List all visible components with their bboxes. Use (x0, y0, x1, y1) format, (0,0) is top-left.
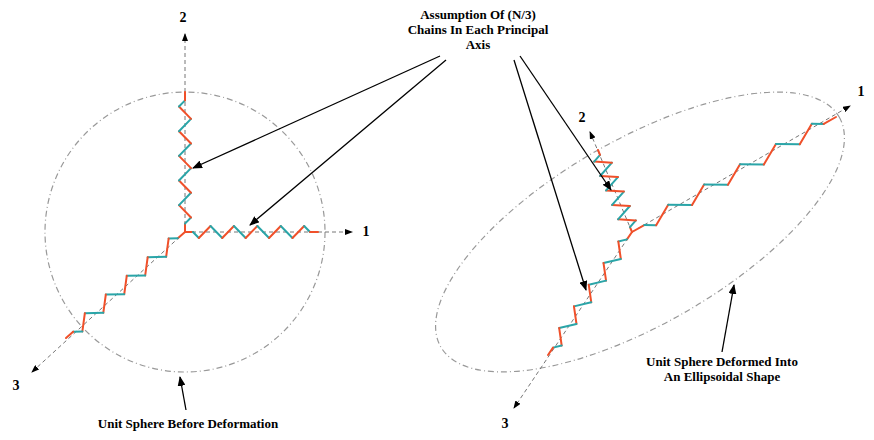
polymer-chain (548, 348, 553, 355)
polymer-chain (257, 226, 269, 238)
axis-label: 3 (13, 378, 20, 394)
axis-label: 2 (180, 10, 187, 26)
polymer-chain (179, 100, 185, 106)
polymer-chain (553, 346, 562, 348)
polymer-chain (292, 226, 304, 238)
axis-label: 1 (858, 84, 865, 100)
polymer-chain (179, 180, 191, 192)
polymer-chain (304, 226, 310, 232)
polymer-chain (574, 302, 591, 306)
polymer-chain (704, 183, 728, 185)
polymer-chain (656, 205, 668, 226)
polymer-chain (574, 306, 577, 324)
polymer-chain (604, 259, 621, 263)
axis-line (590, 132, 632, 232)
polymer-chain (73, 330, 82, 332)
polymer-chain (776, 143, 800, 145)
polymer-chain (106, 293, 124, 295)
axis-label: 1 (363, 224, 370, 240)
polymer-chain (234, 226, 246, 238)
polymer-chain (612, 205, 630, 206)
polymer-chain (66, 332, 73, 338)
ellipsoid-caption: Unit Sphere Deformed Into An Ellipsoidal… (637, 355, 807, 385)
polymer-chain (764, 144, 776, 165)
polymer-chain (179, 193, 191, 205)
polymer-chain (199, 226, 211, 238)
polymer-chain (606, 190, 624, 191)
polymer-chain (222, 226, 234, 238)
polymer-chain (606, 177, 618, 190)
axis-line (32, 232, 185, 372)
sphere-caption: Unit Sphere Before Deformation (98, 417, 278, 432)
polymer-chain (185, 217, 191, 223)
polymer-chain (632, 225, 644, 232)
axis-line (632, 106, 850, 232)
axis-label: 2 (579, 110, 586, 126)
polymer-chain (148, 256, 166, 258)
leader-line (180, 377, 186, 410)
polymer-chain (627, 232, 632, 239)
polymer-chain (630, 220, 636, 227)
polymer-chain (812, 123, 824, 125)
polymer-chain (179, 168, 191, 180)
polymer-chain (179, 144, 191, 156)
polymer-chain (246, 226, 258, 238)
polymer-chain (589, 281, 606, 285)
polymer-chain (800, 124, 812, 145)
polymer-chain (310, 231, 318, 233)
polymer-chain (824, 117, 836, 124)
leader-line (514, 60, 586, 290)
polymer-chain (82, 313, 84, 331)
polymer-chain (184, 92, 186, 100)
polymer-chain (594, 162, 612, 163)
axis-label: 3 (502, 416, 509, 432)
polymer-chain (618, 206, 630, 219)
polymer-chain (668, 204, 692, 206)
polymer-chain (185, 231, 193, 233)
polymer-chain (103, 295, 105, 313)
callout-label: Assumption Of (N/3) Chains In Each Princ… (403, 8, 553, 53)
axis-line (514, 232, 632, 408)
polymer-chain (594, 155, 600, 162)
polymer-chain (166, 239, 168, 257)
polymer-chain (127, 274, 145, 276)
polymer-chain (692, 184, 704, 205)
polymer-chain (740, 163, 764, 165)
polymer-chain (145, 257, 147, 275)
polymer-chain (598, 150, 600, 155)
polymer-chain (612, 192, 624, 205)
axis-line (185, 34, 186, 232)
polymer-chain (644, 224, 656, 226)
polymer-chain (600, 163, 612, 176)
polymer-chain (184, 224, 186, 232)
polymer-chain (179, 205, 191, 217)
polymer-chain (559, 328, 562, 346)
polymer-chain (728, 164, 740, 185)
leader-line (250, 60, 446, 225)
polymer-chain (618, 241, 621, 259)
polymer-chain (85, 312, 103, 314)
polymer-chain (269, 226, 281, 238)
leader-line (193, 56, 440, 168)
polymer-chain (618, 219, 636, 220)
polymer-chain (178, 232, 185, 238)
axis-line (185, 232, 352, 233)
polymer-chain (124, 276, 126, 294)
polymer-chain (604, 263, 607, 281)
polymer-chain (193, 232, 199, 238)
leader-line (722, 285, 734, 352)
polymer-chain (169, 237, 178, 239)
polymer-chain (179, 119, 191, 131)
deformed-ellipsoid (395, 37, 874, 426)
polymer-chain (589, 285, 592, 303)
polymer-chain (179, 131, 191, 143)
polymer-chain (618, 239, 627, 241)
polymer-chain (179, 107, 191, 119)
polymer-chain (211, 226, 223, 238)
polymer-chain (559, 324, 576, 328)
polymer-chain (281, 226, 293, 238)
polymer-chain (179, 156, 191, 168)
